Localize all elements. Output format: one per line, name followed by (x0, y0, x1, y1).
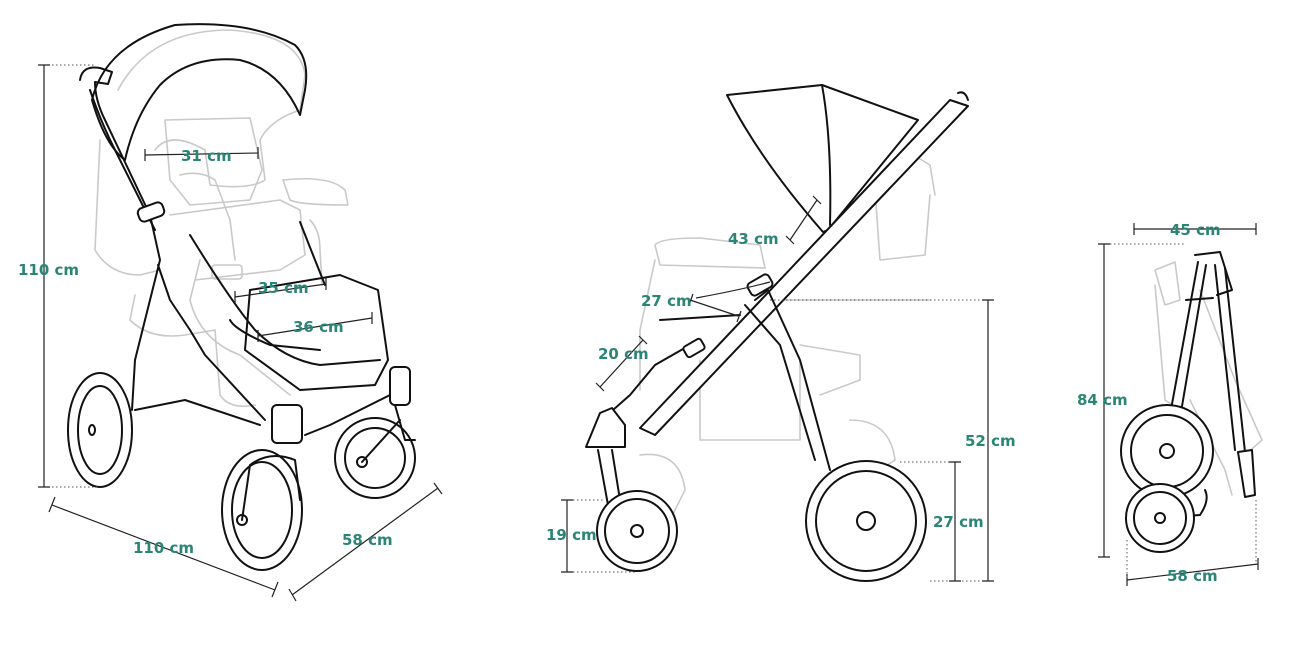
front-wheel (221, 404, 303, 571)
folded-height-label: 84 cm (1077, 391, 1128, 409)
front-view-stroller: 110 cm 110 cm 58 cm 31 cm 35 cm 36 cm (18, 23, 443, 602)
seat-depth-label: 27 cm (641, 292, 692, 310)
folded-wheel-top (1120, 404, 1214, 498)
folded-wheel-bottom (1125, 483, 1195, 553)
folded-depth-label: 45 cm (1170, 221, 1221, 239)
backrest-length-label: 43 cm (728, 230, 779, 248)
leg-rest-length-label: 20 cm (598, 345, 649, 363)
backrest-width-label: 31 cm (181, 147, 232, 165)
folded-view-stroller: 45 cm 84 cm 58 cm (1077, 221, 1263, 586)
front-canopy (91, 23, 308, 161)
seat-height-label: 52 cm (965, 432, 1016, 450)
front-rear-right-wheel (334, 366, 416, 499)
side-view-stroller: 43 cm 27 cm 20 cm 52 cm 27 cm 19 cm (546, 84, 1016, 582)
front-rear-left-wheel (67, 372, 133, 488)
footrest-width-label: 36 cm (293, 318, 344, 336)
front-wheel-label: 19 cm (546, 526, 597, 544)
side-frame (585, 91, 969, 531)
front-length-label: 110 cm (133, 539, 194, 557)
folded-width-label: 58 cm (1167, 567, 1218, 585)
front-seat-outline (94, 29, 349, 408)
front-frame (79, 66, 391, 436)
side-canopy (726, 84, 919, 233)
side-front-wheel (596, 490, 678, 572)
folded-frame (1159, 251, 1256, 519)
front-width-label: 58 cm (342, 531, 393, 549)
rear-wheel-label: 27 cm (933, 513, 984, 531)
side-rear-wheel (805, 460, 927, 582)
front-height-label: 110 cm (18, 261, 79, 279)
seat-width-label: 35 cm (258, 279, 309, 297)
